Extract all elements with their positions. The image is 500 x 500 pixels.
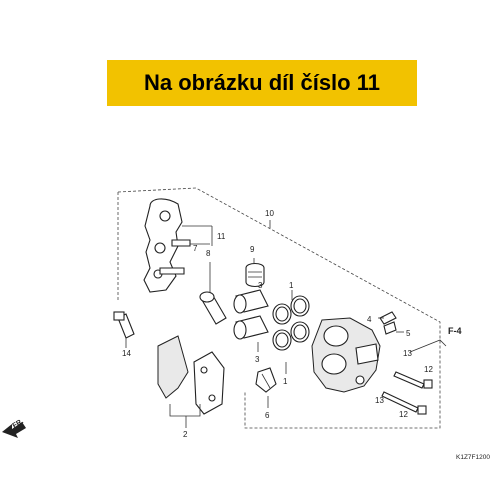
callout-12b: 12 <box>399 410 408 419</box>
callout-8: 8 <box>206 249 211 258</box>
assembly-outline <box>117 187 441 429</box>
slide-pin <box>199 291 227 325</box>
front-direction-arrow <box>2 422 26 438</box>
mounting-bolt <box>113 311 135 339</box>
caliper-body <box>311 317 381 393</box>
reference-pointer <box>409 339 447 353</box>
leader-2 <box>169 404 201 417</box>
callout-11: 11 <box>217 232 226 241</box>
callout-10: 10 <box>265 209 274 218</box>
callout-3b: 3 <box>255 355 260 364</box>
callout-14: 14 <box>122 349 131 358</box>
part-number-banner: Na obrázku díl číslo 11 <box>107 60 417 106</box>
brake-pads <box>157 335 225 415</box>
callout-5: 5 <box>406 329 411 338</box>
callout-6: 6 <box>265 411 270 420</box>
pad-spring <box>255 367 277 393</box>
direction-label: FR. <box>12 418 25 430</box>
callout-12: 12 <box>424 365 433 374</box>
bleeder-valve <box>379 311 397 335</box>
reference-label: F-4 <box>448 326 462 336</box>
callout-13: 13 <box>403 349 412 358</box>
callout-2: 2 <box>183 430 188 439</box>
callout-1: 1 <box>289 281 294 290</box>
callout-4: 4 <box>367 315 372 324</box>
diagram-code: K1Z7F1200 <box>456 454 490 461</box>
callout-9: 9 <box>250 245 255 254</box>
callout-7: 7 <box>193 244 198 253</box>
callout-1b: 1 <box>283 377 288 386</box>
pistons <box>233 289 269 340</box>
dust-boot <box>245 262 265 288</box>
caliper-bracket <box>143 198 191 293</box>
pad-pins <box>381 371 433 415</box>
piston-seals <box>272 295 310 351</box>
callout-13b: 13 <box>375 396 384 405</box>
callout-3: 3 <box>258 281 263 290</box>
